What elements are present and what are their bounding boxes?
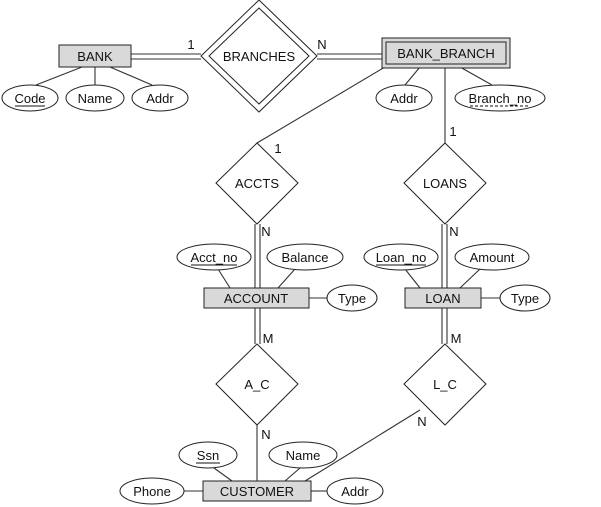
line-branch-no	[459, 66, 493, 86]
attribute-phone: Phone	[119, 477, 185, 505]
entity-account-label: ACCOUNT	[224, 291, 288, 306]
attribute-amount: Amount	[454, 243, 530, 271]
line-branch-addr	[404, 66, 421, 86]
cardinality-ac-customer: N	[261, 427, 270, 442]
entity-loan-label: LOAN	[425, 291, 460, 306]
relationship-l-c-label: L_C	[433, 377, 457, 392]
line-loan-loanno	[404, 268, 421, 289]
attribute-ssn: Ssn	[178, 441, 238, 469]
attribute-branch-addr-label: Addr	[390, 91, 418, 106]
attribute-branch-no: Branch_no	[454, 84, 546, 112]
cardinality-branch-loans: 1	[449, 124, 456, 139]
attribute-bank-name-label: Name	[78, 91, 113, 106]
attribute-phone-label: Phone	[133, 484, 171, 499]
cardinality-lc-customer: N	[417, 414, 426, 429]
line-bank-code	[35, 66, 83, 86]
entity-customer-label: CUSTOMER	[220, 484, 294, 499]
cardinality-branch-accts: 1	[274, 141, 281, 156]
attribute-customer-addr: Addr	[326, 477, 384, 505]
attribute-balance: Balance	[266, 243, 344, 271]
cardinality-loans-loan: N	[449, 224, 458, 239]
cardinality-loan-lc: M	[451, 331, 462, 346]
line-lc-customer	[304, 409, 421, 482]
attribute-bank-code: Code	[1, 84, 59, 112]
attribute-customer-name: Name	[268, 441, 338, 469]
line-account-acctno	[217, 268, 231, 289]
entity-bank: BANK	[58, 44, 132, 68]
relationship-a-c-label: A_C	[244, 377, 269, 392]
cardinality-bank-branches: 1	[187, 37, 194, 52]
attribute-bank-code-label: Code	[14, 91, 45, 106]
entity-customer: CUSTOMER	[202, 480, 312, 502]
cardinality-account-ac: M	[263, 331, 274, 346]
entity-loan: LOAN	[404, 287, 482, 309]
line-account-balance	[277, 268, 296, 289]
entity-account: ACCOUNT	[203, 287, 310, 309]
line-customer-ssn	[213, 467, 233, 482]
line-customer-name	[284, 467, 301, 482]
attribute-branch-no-label: Branch_no	[469, 91, 532, 106]
relationship-l-c: L_C	[403, 343, 487, 426]
attribute-account-type: Type	[326, 284, 378, 312]
entity-bank-branch: BANK_BRANCH	[381, 37, 511, 69]
cardinality-labels: 1 N 1 N 1 N M N M N	[187, 37, 461, 442]
attribute-balance-label: Balance	[282, 250, 329, 265]
cardinality-accts-account: N	[261, 224, 270, 239]
attribute-branch-addr: Addr	[375, 84, 433, 112]
attribute-bank-name: Name	[65, 84, 125, 112]
attribute-amount-label: Amount	[470, 250, 515, 265]
attribute-bank-addr: Addr	[131, 84, 189, 112]
attribute-loan-type-label: Type	[511, 291, 539, 306]
line-bank-addr	[109, 66, 153, 86]
attribute-loan-no-label: Loan_no	[376, 250, 427, 265]
attribute-customer-name-label: Name	[286, 448, 321, 463]
relationship-loans-label: LOANS	[423, 176, 467, 191]
entity-bank-branch-label: BANK_BRANCH	[397, 46, 495, 61]
attribute-acct-no-label: Acct_no	[191, 250, 238, 265]
attribute-loan-type: Type	[499, 284, 551, 312]
attribute-bank-addr-label: Addr	[146, 91, 174, 106]
relationship-accts-label: ACCTS	[235, 176, 279, 191]
line-bankbranch-accts	[256, 66, 386, 144]
attribute-ssn-label: Ssn	[197, 448, 219, 463]
relationship-loans: LOANS	[403, 142, 487, 225]
relationship-branches: BRANCHES	[200, 0, 318, 113]
line-loan-amount	[459, 268, 481, 289]
connector-lines	[35, 53, 500, 492]
attribute-loan-no: Loan_no	[363, 243, 439, 271]
attribute-customer-addr-label: Addr	[341, 484, 369, 499]
entity-bank-label: BANK	[77, 49, 113, 64]
cardinality-branches-bank-branch: N	[317, 37, 326, 52]
attribute-account-type-label: Type	[338, 291, 366, 306]
relationship-accts: ACCTS	[215, 142, 299, 225]
attribute-acct-no: Acct_no	[176, 243, 252, 271]
relationship-a-c: A_C	[215, 343, 299, 426]
relationship-branches-label: BRANCHES	[223, 49, 296, 64]
